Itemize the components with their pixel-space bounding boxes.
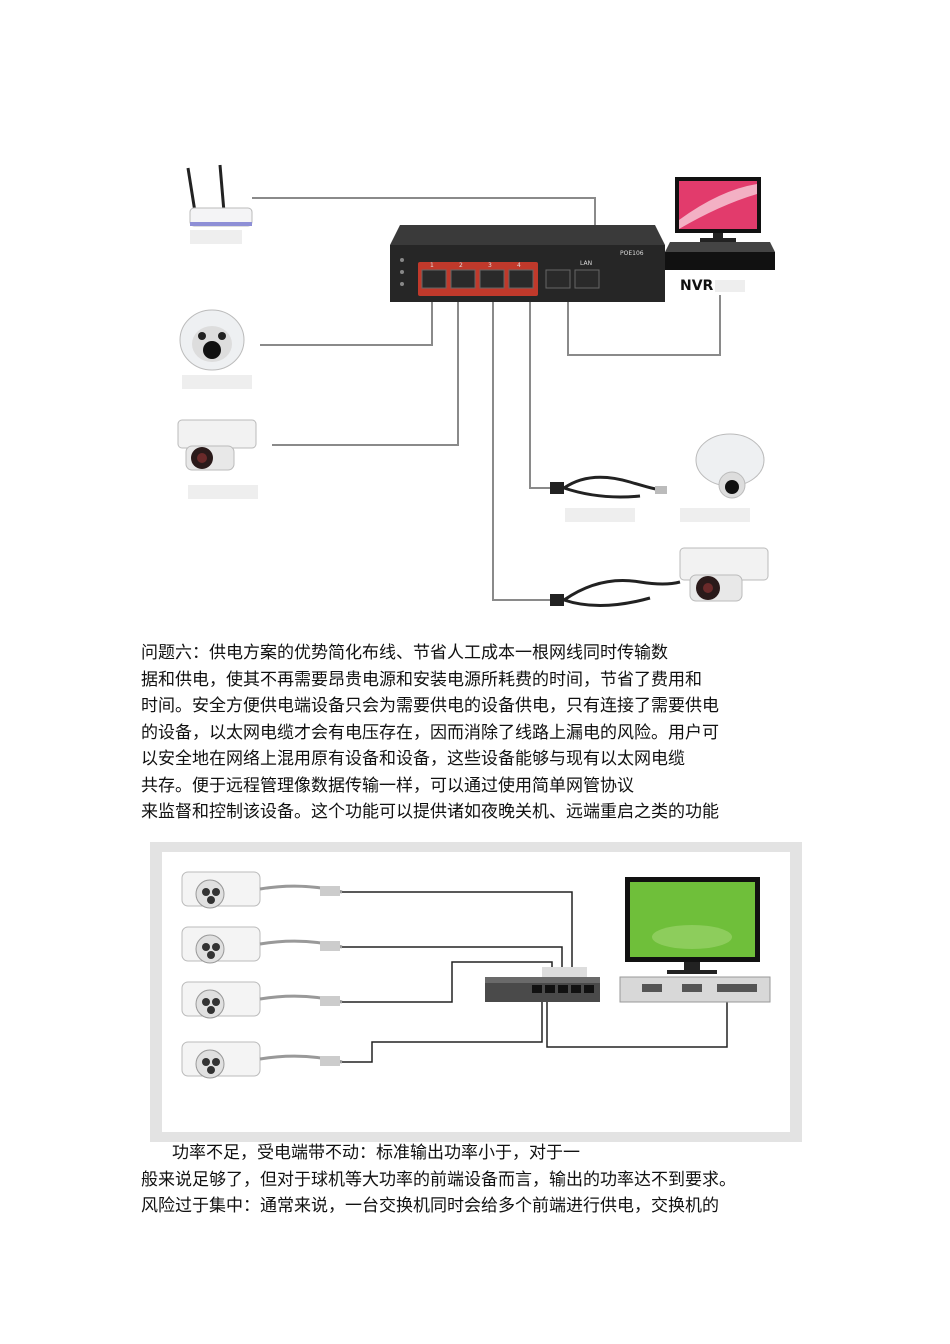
monitor: [675, 177, 761, 242]
paragraph-line: 的设备，以太网电缆才会有电压存在，因而消除了线路上漏电的风险。用户可: [141, 722, 719, 743]
uplink-label: LAN: [580, 260, 592, 267]
paragraph-line: 以安全地在网络上混用原有设备和设备，这些设备能够与现有以太网电缆: [141, 749, 685, 769]
nvr-recorder-2: [619, 976, 771, 1003]
paragraph-line: 共存。便于远程管理像数据传输一样，可以通过使用简单网管协议: [141, 775, 634, 796]
dome-camera-right: [550, 433, 765, 522]
paragraph-line: 般来说足够了，但对于球机等大功率的前端设备而言，输出的功率达不到要求。: [141, 1169, 736, 1190]
port-3-label: 3: [488, 262, 492, 269]
dome-camera-left: [179, 309, 252, 389]
wireless-router: [186, 164, 253, 244]
nvr-recorder: NVR: [665, 242, 775, 294]
paragraph-line: 据和供电，使其不再需要昂贵电源和安装电源所耗费的时间，节省了费用和: [141, 669, 702, 690]
bullet-camera: [181, 871, 343, 909]
paragraph-line: 问题六：供电方案的优势简化布线、节省人工成本一根网线同时传输数: [141, 643, 668, 663]
port-4-label: 4: [517, 262, 521, 269]
bullet-camera-left: [177, 419, 258, 499]
poe-switch-2: [485, 967, 600, 1002]
bullet-camera-right: [550, 547, 769, 607]
bullet-camera: [181, 1041, 343, 1079]
poe-switch: 1 2 3 4 LAN POE106: [390, 225, 665, 302]
paragraph-line: 来监督和控制该设备。这个功能可以提供诸如夜晚关机、远端重启之类的功能: [141, 802, 719, 822]
paragraph-poe-advantages: 问题六：供电方案的优势简化布线、节省人工成本一根网线同时传输数 据和供电，使其不…: [141, 640, 821, 826]
poe-topology-diagram-2: [150, 842, 802, 1142]
paragraph-poe-disadvantages: 功率不足，受电端带不动：标准输出功率小于，对于一 般来说足够了，但对于球机等大功…: [141, 1140, 821, 1220]
paragraph-line: 风险过于集中：通常来说，一台交换机同时会给多个前端进行供电，交换机的: [141, 1196, 719, 1216]
poe-topology-diagram-1: 1 2 3 4 LAN POE106 NVR: [160, 150, 800, 630]
bullet-camera: [181, 981, 343, 1019]
paragraph-line: 时间。安全方便供电端设备只会为需要供电的设备供电，只有连接了需要供电: [141, 696, 719, 716]
port-1-label: 1: [430, 262, 434, 269]
nvr-label: NVR: [680, 278, 714, 294]
port-2-label: 2: [459, 262, 463, 269]
monitor-2: [625, 877, 760, 974]
switch-model-label: POE106: [620, 250, 644, 257]
paragraph-line: 功率不足，受电端带不动：标准输出功率小于，对于一: [172, 1143, 580, 1163]
bullet-camera: [181, 926, 343, 964]
